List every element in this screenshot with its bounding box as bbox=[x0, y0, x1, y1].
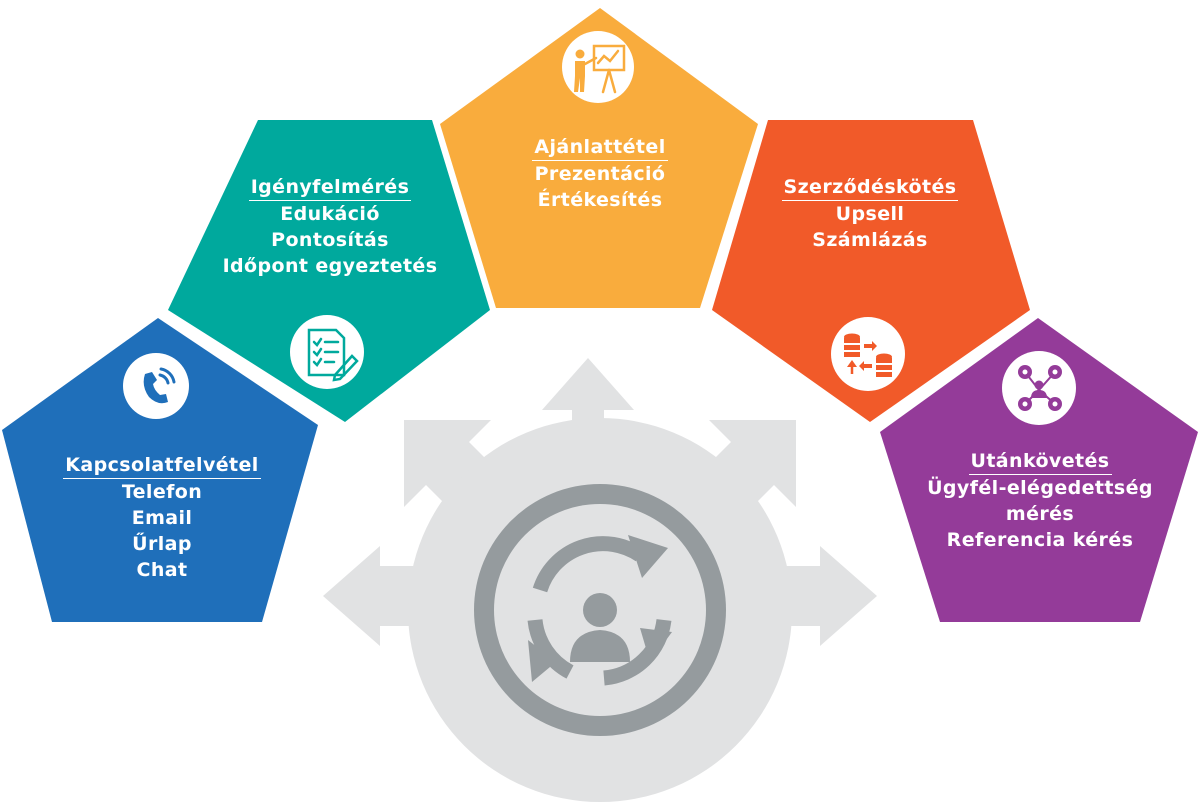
stage-contact-line-4: Chat bbox=[136, 559, 188, 581]
stage-contact-line-3: Űrlap bbox=[132, 533, 192, 555]
stage-contact-line-1: Telefon bbox=[121, 481, 203, 503]
stage-offer-line-2: Értékesítés bbox=[537, 189, 663, 211]
customer-cycle-icon bbox=[527, 535, 672, 686]
stage-followup-text: Utánkövetés Ügyfél-elégedettség mérés Re… bbox=[895, 448, 1185, 553]
presentation-icon bbox=[574, 44, 626, 94]
stage-needs-line-1: Edukáció bbox=[280, 203, 380, 225]
stage-contract-title: Szerződéskötés bbox=[781, 174, 959, 201]
stage-contract-icon-bg bbox=[831, 317, 905, 391]
stage-offer-shape bbox=[440, 8, 758, 308]
phone-icon bbox=[143, 367, 176, 404]
stage-offer bbox=[440, 8, 758, 308]
stage-followup-shape bbox=[880, 318, 1198, 622]
stage-followup-line-2: mérés bbox=[1005, 503, 1075, 525]
stage-contract-text: Szerződéskötés Upsell Számlázás bbox=[730, 174, 1010, 253]
stage-needs-shape bbox=[168, 120, 490, 422]
stage-contact-icon-bg bbox=[123, 353, 189, 419]
stage-contact-title: Kapcsolatfelvétel bbox=[63, 452, 261, 479]
stage-contract-line-2: Számlázás bbox=[812, 229, 928, 251]
stage-contract bbox=[712, 120, 1030, 422]
database-sync-icon bbox=[844, 333, 892, 377]
stage-followup-line-1: Ügyfél-elégedettség bbox=[927, 477, 1153, 499]
stage-needs-title: Igényfelmérés bbox=[248, 174, 412, 201]
stage-followup-title: Utánkövetés bbox=[968, 448, 1112, 475]
stage-needs-text: Igényfelmérés Edukáció Pontosítás Időpon… bbox=[180, 174, 480, 279]
stage-offer-title: Ajánlattétel bbox=[532, 134, 668, 161]
stage-needs-line-2: Pontosítás bbox=[271, 229, 389, 251]
stage-needs-line-3: Időpont egyeztetés bbox=[222, 255, 438, 277]
social-network-icon bbox=[1018, 365, 1062, 411]
stage-contact bbox=[2, 318, 318, 622]
stage-contact-text: Kapcsolatfelvétel Telefon Email Űrlap Ch… bbox=[22, 452, 302, 583]
stage-followup bbox=[880, 318, 1198, 622]
checklist-icon bbox=[307, 328, 359, 382]
stage-offer-text: Ajánlattétel Prezentáció Értékesítés bbox=[460, 134, 740, 213]
stage-contact-shape bbox=[2, 318, 318, 622]
arrow-up bbox=[542, 358, 634, 470]
hub bbox=[408, 418, 792, 802]
stage-needs bbox=[168, 120, 490, 422]
stage-followup-line-3: Referencia kérés bbox=[946, 529, 1134, 551]
stage-contract-line-1: Upsell bbox=[835, 203, 905, 225]
stage-contract-shape bbox=[712, 120, 1030, 422]
stage-contact-line-2: Email bbox=[131, 507, 193, 529]
stage-offer-line-1: Prezentáció bbox=[534, 163, 666, 185]
